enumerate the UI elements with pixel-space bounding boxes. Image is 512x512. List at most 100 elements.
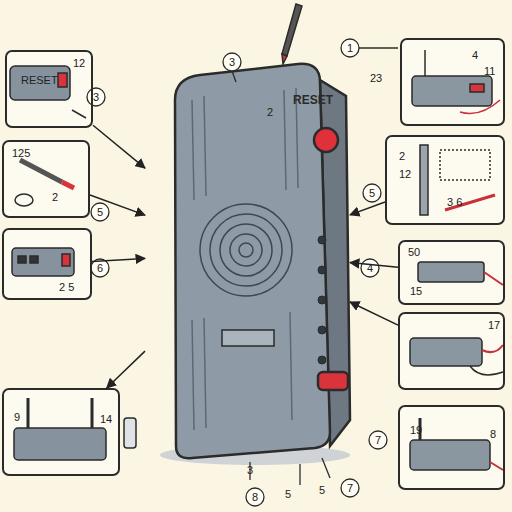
callout-number: 5	[97, 207, 103, 218]
pencil	[282, 4, 302, 64]
step-panel: RESET12	[5, 50, 93, 128]
callout-circle	[87, 88, 105, 106]
device-body	[10, 66, 70, 100]
callout-number: 7	[347, 483, 353, 494]
arrow-connector	[92, 258, 145, 261]
vent	[290, 312, 292, 420]
pen-body	[20, 160, 62, 182]
callout-number: 2	[399, 151, 405, 162]
step-panel: 17	[398, 312, 505, 390]
small-router	[410, 418, 503, 470]
step-panel: 2 12 3 6	[385, 135, 505, 225]
speaker	[200, 204, 292, 296]
reset-port	[58, 73, 67, 87]
cable	[482, 345, 503, 352]
device-label: RESET	[293, 94, 333, 106]
pen-tool	[15, 160, 74, 206]
callout-number: 5	[285, 489, 291, 500]
speaker-ring	[239, 243, 253, 257]
arrow-connector	[350, 263, 398, 268]
callout-number: 17	[488, 320, 500, 331]
callout-number: RESET	[21, 75, 58, 86]
reset-button	[314, 128, 338, 152]
callout-number: 5	[369, 188, 375, 199]
speaker-ring	[230, 234, 262, 266]
panel-fill	[398, 240, 505, 305]
led	[318, 326, 326, 334]
callout-number: 3	[229, 57, 235, 68]
pen	[445, 195, 495, 210]
arrow-connector	[350, 202, 385, 215]
callout-circle	[341, 479, 359, 497]
callout-circle	[91, 259, 109, 277]
callout-number: 12	[399, 169, 411, 180]
pin-tool	[72, 110, 86, 118]
callout-number: 3 6	[447, 197, 462, 208]
callout-number: 8	[252, 492, 258, 503]
panel-fills	[2, 38, 505, 490]
panel-fill	[2, 140, 90, 218]
led	[318, 296, 326, 304]
status-leds	[318, 236, 326, 364]
callout-number: 4	[367, 263, 373, 274]
reset-port	[62, 254, 70, 266]
callout-number: 1	[347, 43, 353, 54]
callout-number: 50	[408, 247, 420, 258]
panel-fill	[398, 312, 505, 390]
panel-fill	[398, 405, 505, 490]
cable	[490, 462, 503, 470]
led	[318, 356, 326, 364]
cable	[484, 272, 503, 285]
callout-circle	[363, 184, 381, 202]
arrow-connector	[93, 125, 145, 168]
leader-line	[322, 458, 330, 478]
callout-circle	[369, 431, 387, 449]
grid	[440, 150, 490, 180]
pencil-tip	[282, 54, 287, 64]
router-body	[410, 338, 482, 366]
vent	[204, 96, 206, 196]
leader-line	[232, 71, 236, 82]
pen-tip	[62, 182, 74, 188]
cable	[470, 366, 503, 375]
small-router	[418, 262, 503, 285]
router-body	[12, 248, 74, 276]
led	[318, 266, 326, 274]
antenna	[27, 398, 30, 430]
callout-number: 3	[247, 465, 253, 476]
callout-number: 6	[97, 263, 103, 274]
callout-number: 3	[93, 92, 99, 103]
callout-circle	[361, 259, 379, 277]
arrow-connector	[107, 351, 145, 388]
callout-number: 11	[484, 66, 495, 77]
panel-fill	[385, 135, 505, 225]
router-body	[418, 262, 484, 282]
panel-fill	[2, 228, 92, 300]
power-knob	[318, 372, 348, 390]
small-router	[410, 338, 503, 375]
router-body	[412, 76, 492, 106]
callout-circles	[87, 39, 387, 506]
callout-number: 5	[319, 485, 325, 496]
leader-lines	[232, 48, 398, 485]
port	[470, 84, 484, 92]
small-router	[14, 398, 136, 460]
port	[18, 256, 26, 263]
panel-fill	[400, 38, 505, 126]
speaker-ring	[200, 204, 292, 296]
port	[30, 256, 38, 263]
callout-circle	[91, 203, 109, 221]
antenna	[91, 398, 94, 430]
step-panel: 198	[398, 405, 505, 490]
post	[420, 145, 428, 215]
step-panel: 411	[400, 38, 505, 126]
vent	[204, 318, 206, 428]
callout-number: 19	[410, 425, 422, 436]
pencil-body	[282, 4, 302, 56]
vents	[192, 88, 298, 430]
small-device	[10, 66, 86, 118]
leader-line	[359, 47, 398, 48]
